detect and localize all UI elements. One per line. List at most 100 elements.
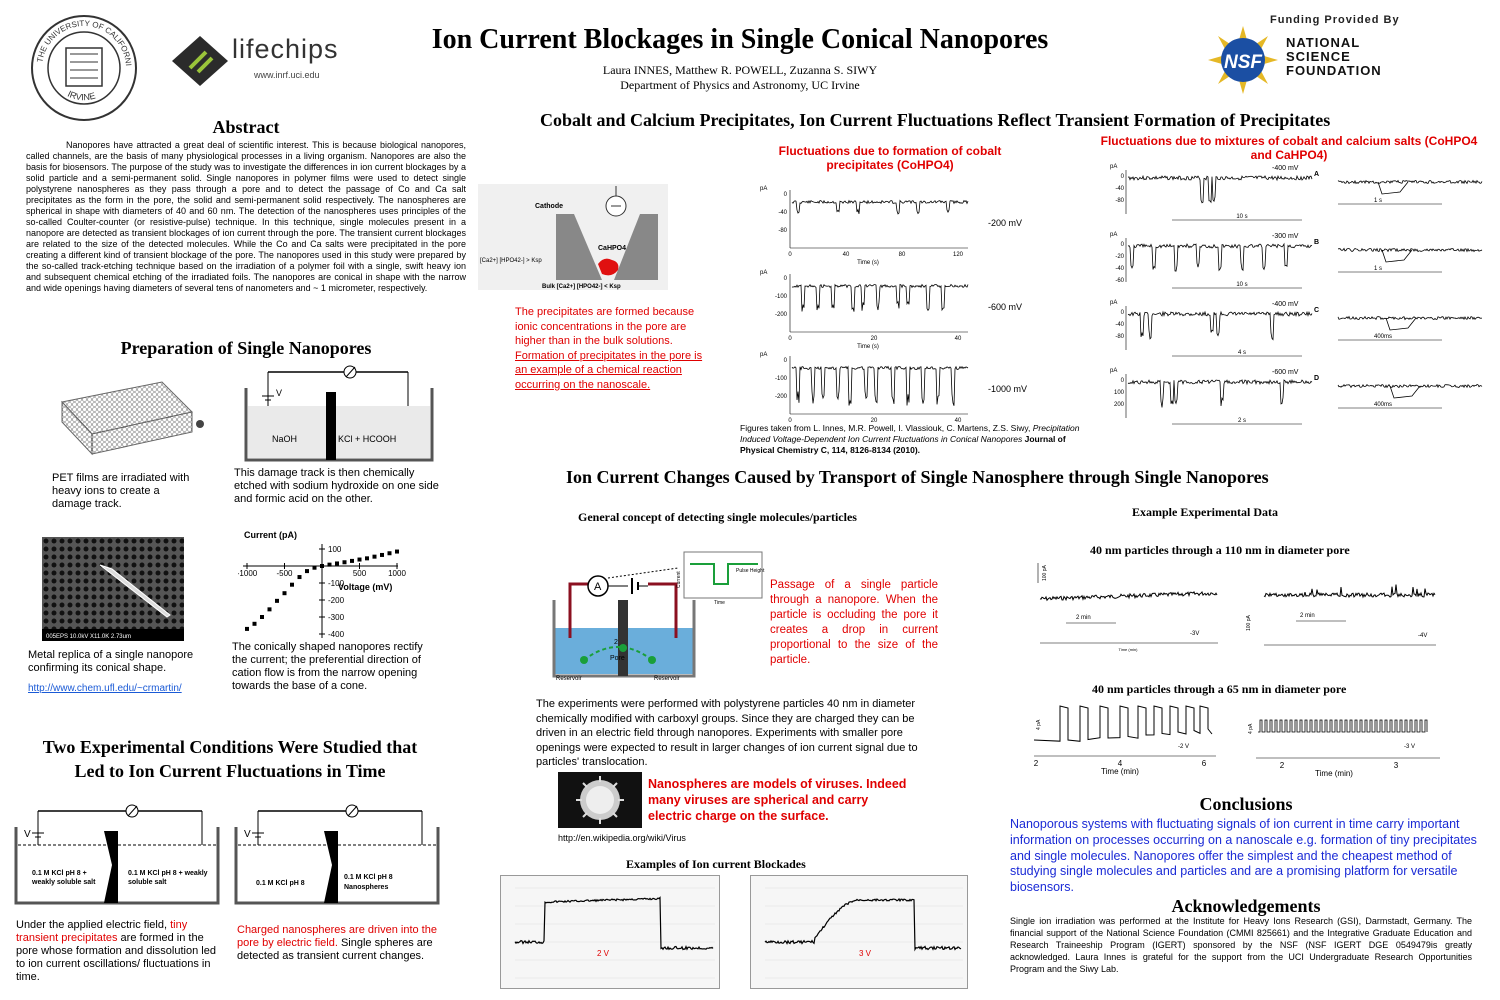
mixture-panel-title: Fluctuations due to mixtures of cobalt a… — [1100, 134, 1478, 162]
etching-v-label: V — [276, 388, 282, 398]
mixture-zoom-scale-label: 400ms — [1374, 402, 1392, 408]
iv-ytick-label: -400 — [328, 630, 345, 639]
mixture-ytick-label: -40 — [1115, 186, 1124, 192]
concept-current-label: Current — [676, 571, 682, 588]
uc-irvine-seal: THE UNIVERSITY OF CALIFORNIA IRVINE — [27, 7, 138, 122]
cobalt-ytick-label: 0 — [784, 276, 788, 282]
mixture-scale-label: 10 s — [1236, 282, 1247, 288]
lifechips-url: www.inrf.uci.edu — [254, 70, 320, 80]
mixture-ytick-label: -60 — [1115, 278, 1124, 284]
cobalt-xtick-label: 0 — [788, 252, 792, 258]
cobalt-trace — [791, 199, 969, 215]
mixture-ytick-label: 0 — [1121, 310, 1125, 316]
blockades-heading: Examples of Ion current Blockades — [626, 857, 806, 871]
nsf-line1: NATIONAL — [1286, 35, 1361, 50]
seal-bottom-text: IRVINE — [66, 89, 96, 103]
figure-citation: Figures taken from L. Innes, M.R. Powell… — [740, 423, 1080, 455]
iv-ytick-label: -300 — [328, 613, 345, 622]
cobalt-voltage-label: -200 mV — [988, 218, 1022, 228]
authors: Laura INNES, Matthew R. POWELL, Zuzanna … — [602, 63, 878, 77]
preparation-heading: Preparation of Single Nanopores — [120, 338, 372, 358]
condition1-highlight: tiny transient precipitates — [16, 919, 188, 944]
blockade-trace — [514, 896, 714, 951]
condition1-caption: Under the applied electric field, tiny t… — [16, 919, 216, 983]
iv-data-point — [357, 557, 362, 562]
iv-data-point — [320, 564, 324, 568]
pa-scale-label: 4 pA — [1036, 719, 1042, 730]
cond1-right-solution: 0.1 M KCl pH 8 + weakly soluble salt — [128, 870, 208, 886]
precipitate-explanation: The precipitates are formed because ioni… — [515, 306, 703, 391]
pore110-trace — [1263, 584, 1436, 599]
iv-ytick-label: -200 — [328, 596, 345, 605]
pa-scale-label: 4 pA — [1248, 723, 1254, 734]
precipitate-explanation-link: Formation of precipitates in the pore is… — [515, 349, 703, 391]
concept-time-label: Time — [714, 600, 725, 606]
etching-cell-diagram: V NaOH KCl + HCOOH — [238, 362, 438, 462]
mixture-ytick-label: 200 — [1114, 402, 1125, 408]
mixture-zoom-scale-label: 400ms — [1374, 334, 1392, 340]
iv-data-point — [372, 554, 377, 559]
iv-data-point — [342, 560, 347, 565]
mixture-trace — [1127, 174, 1313, 204]
mixture-voltage-label: -400 mV — [1272, 165, 1299, 172]
cond1-v-label: V — [24, 829, 31, 840]
iv-data-point — [245, 626, 249, 631]
cobalt-ytick-label: -200 — [775, 394, 788, 400]
pa-scale-label: 100 pA — [1042, 564, 1048, 581]
mixture-zoom-event — [1385, 317, 1417, 331]
mixture-zoom-trace — [1337, 179, 1483, 185]
iv-data-point — [267, 607, 272, 612]
iv-data-point — [282, 591, 287, 596]
pore110-trace — [1039, 590, 1218, 602]
author-block: Laura INNES, Matthew R. POWELL, Zuzanna … — [500, 63, 980, 93]
cobalt-ytick-label: 0 — [784, 192, 788, 198]
mixture-ytick-label: 100 — [1114, 390, 1125, 396]
cobalt-xtick-label: 40 — [843, 252, 850, 258]
cobalt-ytick-label: -200 — [775, 312, 788, 318]
example-data-heading: Example Experimental Data — [1132, 505, 1278, 519]
mixture-scale-label: 2 s — [1238, 418, 1246, 424]
funding-label: Funding Provided By — [1270, 14, 1400, 26]
cobalt-xtick-label: 20 — [871, 418, 878, 424]
precipitates-heading: Cobalt and Calcium Precipitates, Ion Cur… — [540, 110, 1331, 130]
iv-data-point — [350, 558, 354, 563]
acknowledgements-heading: Acknowledgements — [1171, 896, 1321, 916]
mixture-ytick-label: -40 — [1115, 266, 1124, 272]
conclusions-text: Nanoporous systems with fluctuating sign… — [1010, 817, 1477, 895]
pore-concentration-label: [Ca2+] [HPO42-] > Ksp — [480, 258, 542, 264]
cone-precipitate-diagram: Cathode CaHPO4 [Ca2+] [HPO42-] > Ksp Bul… — [478, 184, 668, 290]
cobalt-pa-label: pA — [760, 186, 767, 192]
voltage-label: -4V — [1418, 633, 1427, 639]
replica-link[interactable]: http://www.chem.ufl.edu/~crmartin/ — [28, 683, 182, 694]
condition2-highlight: Charged nanospheres are driven into the … — [237, 924, 437, 949]
mixture-voltage-label: -300 mV — [1272, 233, 1299, 240]
virus-link[interactable]: http://en.wikipedia.org/wiki/Virus — [558, 833, 686, 843]
lifechips-name: lifechips — [232, 34, 339, 64]
abstract-heading: Abstract — [212, 117, 280, 137]
cobalt-pa-label: pA — [760, 270, 767, 276]
cobalt-xtick-label: 80 — [899, 252, 906, 258]
pet-film-illustration — [42, 372, 212, 462]
poster-title: Ion Current Blockages in Single Conical … — [431, 24, 1049, 55]
concept-heading: General concept of detecting single mole… — [578, 510, 857, 524]
time-axis-label: Time (min) — [1119, 647, 1139, 652]
precipitate-cell-diagram: V 0.1 M KCl pH 8 + weakly soluble salt 0… — [12, 797, 222, 907]
cathode-label: Cathode — [535, 203, 563, 210]
mixture-scale-label: 4 s — [1238, 350, 1246, 356]
time-axis-label: Time (min) — [1315, 769, 1353, 778]
cobalt-voltage-label: -600 mV — [988, 302, 1022, 312]
cobalt-time-label: Time (s) — [857, 260, 879, 266]
blockade-trace — [764, 897, 962, 952]
cobalt-ytick-label: -100 — [775, 376, 788, 382]
cobalt-trace — [791, 365, 969, 406]
mixture-letter-label: C — [1314, 307, 1319, 314]
virus-image — [558, 772, 642, 828]
cobalt-xtick-label: 40 — [955, 418, 962, 424]
mixture-pa-label: pA — [1110, 164, 1117, 170]
